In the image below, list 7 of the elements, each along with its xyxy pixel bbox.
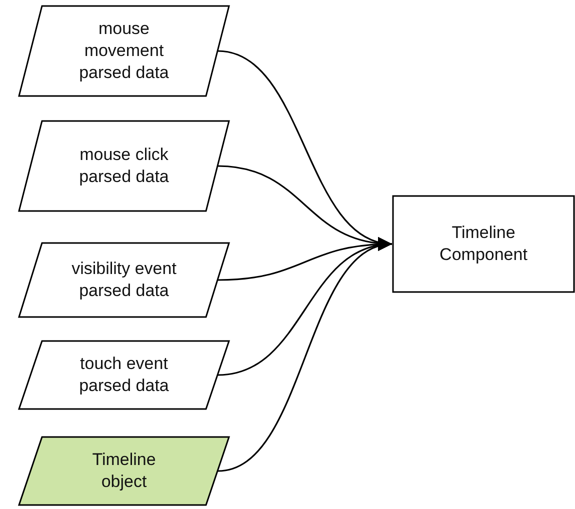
node-label: mouse movement parsed data — [78, 18, 170, 84]
arrow — [218, 240, 392, 472]
node-label: visibility event parsed data — [70, 258, 178, 302]
node-label: Timeline object — [91, 449, 157, 493]
node-label: touch event parsed data — [78, 353, 170, 397]
node-label: mouse click parsed data — [78, 144, 170, 188]
node-label: Timeline Component — [438, 222, 528, 266]
